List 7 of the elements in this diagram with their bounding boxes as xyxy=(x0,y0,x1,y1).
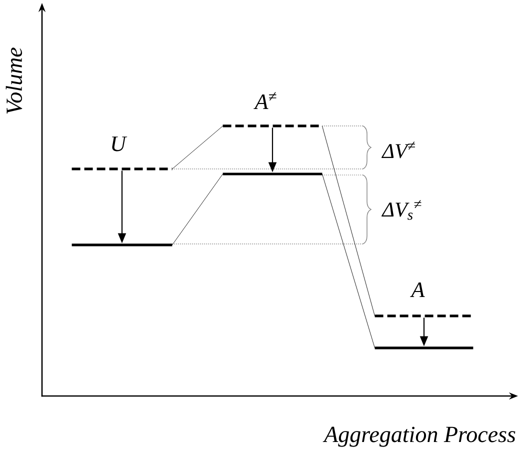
level-label: U xyxy=(112,136,128,152)
brace-label: ΔV$^{≠}$ xyxy=(382,142,415,158)
axis-label: Aggregation Process xyxy=(322,426,516,447)
brace-label: ΔV$_{s}$≠ xyxy=(382,200,422,220)
level-label: A$^{≠}$ xyxy=(254,92,276,109)
axis-label: Volume xyxy=(6,48,22,114)
level-label: A xyxy=(410,282,425,297)
